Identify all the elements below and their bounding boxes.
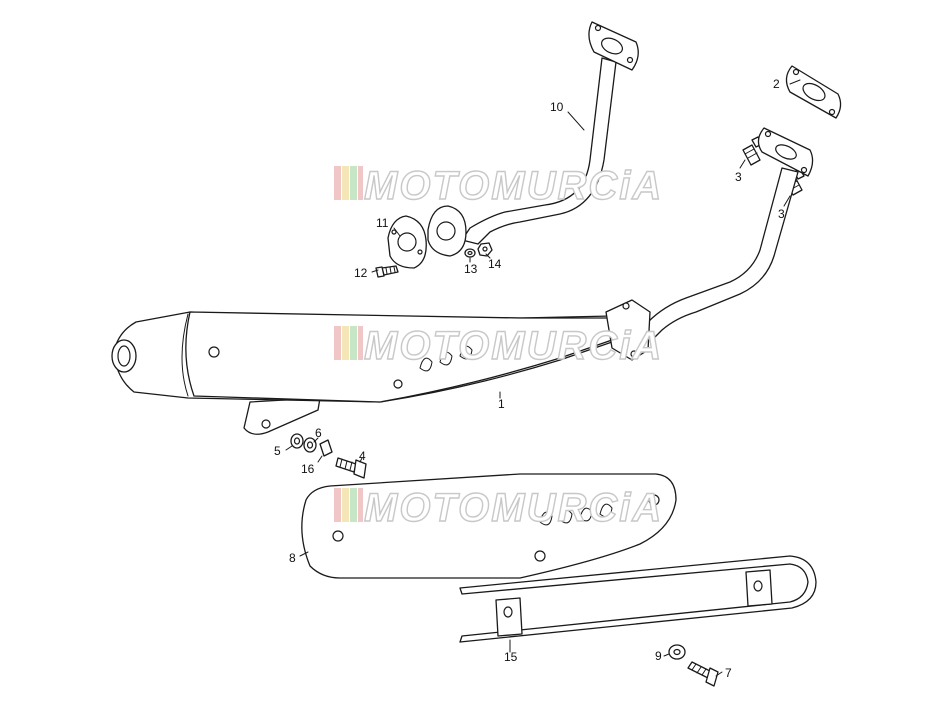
- watermark-bar: [334, 488, 341, 522]
- callout-10: 10: [550, 100, 564, 114]
- callout-14: 14: [488, 257, 502, 271]
- watermark-text: MOTOMURCiA: [364, 324, 663, 368]
- callout-1: 1: [498, 397, 505, 411]
- watermark-bar: [358, 326, 363, 360]
- washer-13: [464, 248, 476, 258]
- watermark-text: MOTOMURCiA: [364, 486, 663, 530]
- callout-5: 5: [274, 444, 281, 458]
- gasket: [387, 215, 427, 269]
- watermark-bar: [342, 326, 349, 360]
- rear-down-pipe: [639, 127, 814, 341]
- watermark-bottom: MOTOMURCiA: [334, 485, 663, 531]
- watermark-bar: [334, 326, 341, 360]
- leader-lines: [285, 79, 801, 677]
- callout-4: 4: [359, 449, 366, 463]
- callout-2: 2: [773, 77, 780, 91]
- bolt-4: [335, 457, 367, 479]
- spacer-16: [319, 439, 333, 457]
- callout-11: 11: [376, 216, 389, 230]
- watermark-middle: MOTOMURCiA: [334, 323, 663, 369]
- pipe-flange: [427, 205, 467, 257]
- nut-14: [477, 242, 493, 257]
- callout-9: 9: [655, 649, 662, 663]
- callout-16: 16: [301, 462, 315, 476]
- watermark-bar: [350, 166, 357, 200]
- callout-6: 6: [315, 426, 322, 440]
- watermark-bar: [342, 488, 349, 522]
- watermark-bar: [350, 488, 357, 522]
- callout-15: 15: [504, 650, 518, 664]
- watermark-bar: [334, 166, 341, 200]
- washer-5: [290, 433, 304, 449]
- watermark-top: MOTOMURCiA: [334, 163, 663, 209]
- mounting-bracket: [459, 555, 817, 643]
- watermark-bar: [358, 166, 363, 200]
- heat-shield: [301, 473, 677, 579]
- callout-13: 13: [464, 262, 478, 276]
- watermark-text: MOTOMURCiA: [364, 164, 663, 208]
- gasket-2: [785, 65, 842, 119]
- watermark-bar: [358, 488, 363, 522]
- silencer: [111, 299, 651, 435]
- callout-3-lower: 3: [778, 207, 785, 221]
- callout-3-upper: 3: [735, 170, 742, 184]
- bolt-7: [687, 661, 719, 687]
- watermark-bar: [350, 326, 357, 360]
- callout-7: 7: [725, 666, 732, 680]
- callout-12: 12: [354, 266, 368, 280]
- callout-labels: 1 2 3 3 4 5 6 7 8 9 10 11 12 13 14 15 16: [274, 77, 785, 680]
- watermark-bar: [342, 166, 349, 200]
- washer-6: [303, 437, 317, 453]
- bolt-12: [375, 265, 399, 278]
- washer-9: [668, 644, 686, 660]
- front-exhaust-pipe: [461, 21, 639, 245]
- callout-8: 8: [289, 551, 296, 565]
